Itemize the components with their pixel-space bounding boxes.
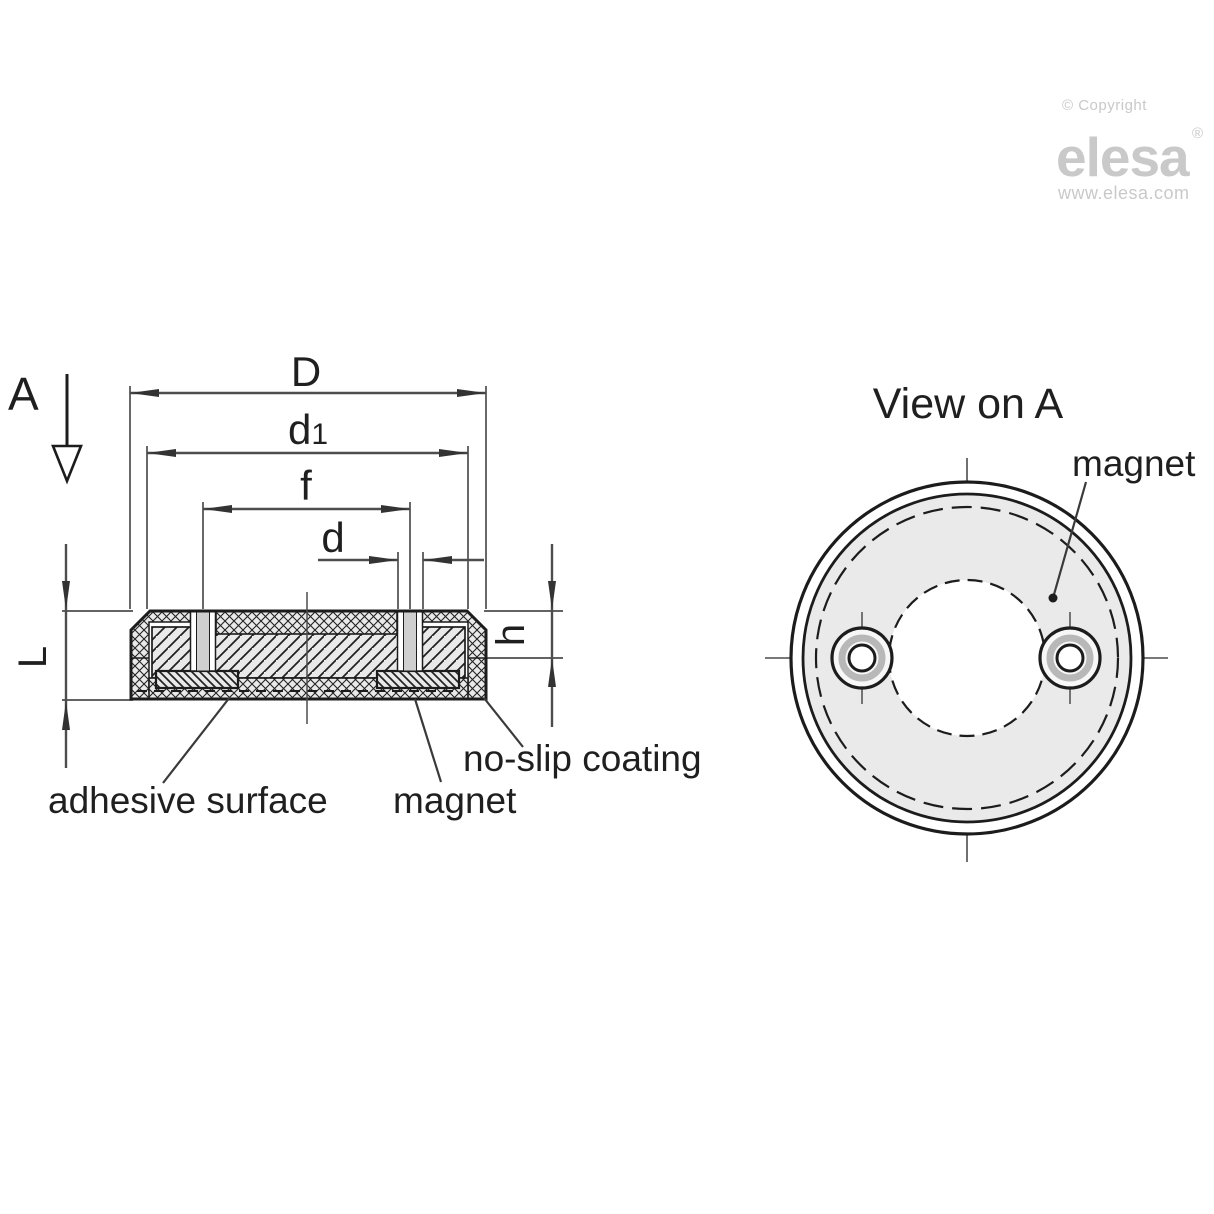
dim-label-D: D [291,348,321,395]
detail-leader-magnet [1051,481,1088,599]
dim-label-d: d [321,514,344,561]
view-direction-label: A [8,368,39,420]
adhesive-pad-left [154,669,240,690]
callout-no-slip-coating: no-slip coating [463,738,702,779]
screw-hole-right [1038,612,1102,704]
dim-label-d1-base: d [288,406,311,453]
callout-magnet: magnet [393,780,517,821]
magnet-hole-left [196,610,210,672]
section-view: A D d1 f d L [8,348,702,821]
elesa-logo: elesa [1056,126,1190,188]
screw-hole-left [830,612,894,704]
callout-adhesive-surface: adhesive surface [48,780,328,821]
dim-label-d1-sub: 1 [311,418,328,451]
detail-core-dashed-circle [887,578,1047,738]
website-text: www.elesa.com [1057,183,1190,203]
brand-block: © Copyright elesa ® www.elesa.com [1056,97,1203,203]
dim-label-f: f [300,462,312,509]
detail-view-title: View on A [873,380,1064,428]
registered-mark-icon: ® [1192,125,1203,142]
leader-magnet [413,698,443,783]
detail-dashed-circle [814,505,1120,811]
dim-label-h: h [489,624,533,646]
leader-adhesive-surface [162,696,231,784]
detail-view: View on A magnet [765,380,1196,862]
section-body-outline [129,609,488,701]
dim-label-L: L [11,646,55,668]
detail-callout-magnet: magnet [1072,443,1196,484]
leader-no-slip-coating [483,697,524,748]
screw-hole-left-bore [847,643,877,673]
screw-hole-right-bore [1055,643,1085,673]
copyright-text: © Copyright [1062,97,1147,114]
adhesive-pad-right [375,669,461,690]
magnet-hole-right [403,610,417,672]
detail-leader-dot [1048,593,1058,603]
view-direction-arrow-icon [51,444,83,485]
screw-hole-right-ring [1046,634,1094,682]
dim-label-d1: d1 [288,406,328,453]
screw-hole-left-ring [838,634,886,682]
